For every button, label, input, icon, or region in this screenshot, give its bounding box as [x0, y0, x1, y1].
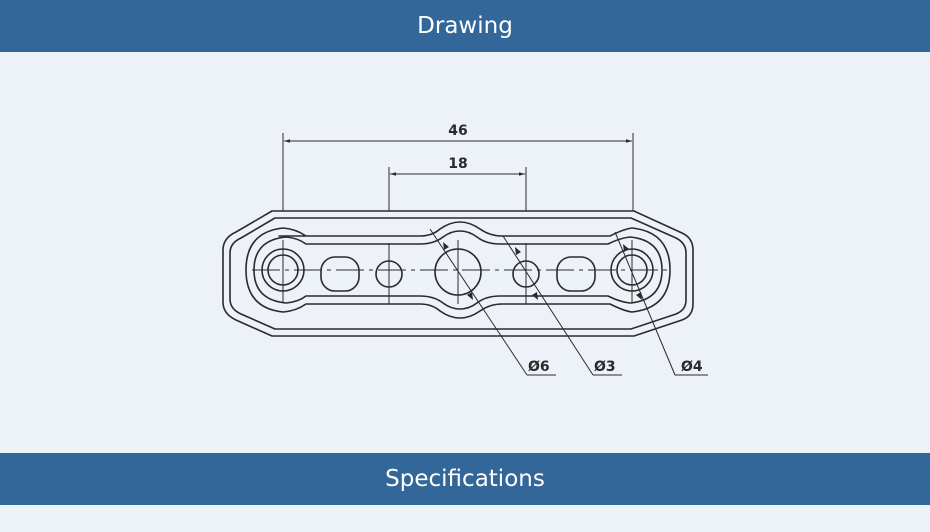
specifications-content-area — [0, 505, 930, 532]
specifications-section-header: Specifications — [0, 453, 930, 505]
drawing-section-title: Drawing — [417, 13, 513, 39]
callout-end-hole-diameter: Ø4 — [681, 359, 703, 375]
drawing-section-header: Drawing — [0, 0, 930, 52]
specifications-section-title: Specifications — [385, 466, 545, 492]
technical-drawing-panel: 46 18 Ø6 Ø3 Ø4 — [0, 52, 930, 453]
plate-outer-outline — [222, 210, 694, 337]
dimension-inner-spacing: 18 — [448, 156, 467, 172]
dimension-overall-length: 46 — [448, 123, 467, 139]
callout-center-hole-diameter: Ø6 — [528, 359, 550, 375]
technical-drawing: 46 18 Ø6 Ø3 Ø4 — [222, 123, 708, 376]
callout-small-hole-diameter: Ø3 — [594, 359, 616, 375]
